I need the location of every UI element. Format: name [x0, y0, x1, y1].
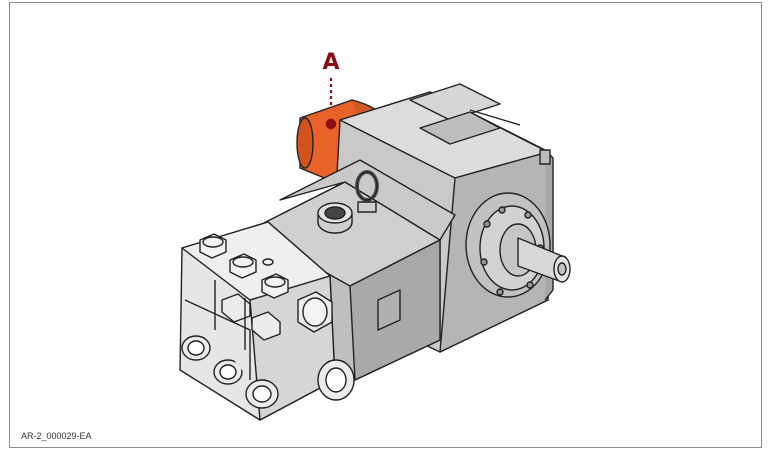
- pump-body: [249, 159, 456, 381]
- oil-cap: [317, 202, 353, 234]
- callout-dot: [325, 118, 337, 130]
- lifting-eye: [355, 170, 379, 213]
- drive-shaft: [517, 237, 571, 283]
- drive-flange: [465, 192, 551, 298]
- figure-code: AR-2_000029-EA: [21, 431, 92, 441]
- manifold-head: [179, 221, 355, 421]
- callout-label-a: A: [322, 50, 340, 75]
